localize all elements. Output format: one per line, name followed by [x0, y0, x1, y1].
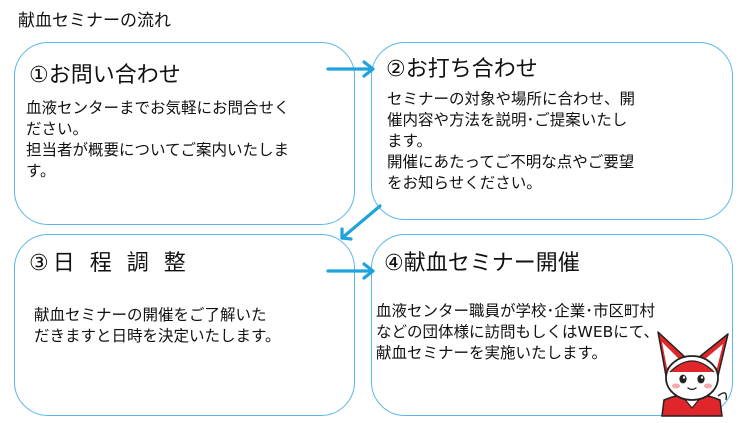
arrow-right-icon: [326, 60, 375, 78]
arrow-diagonal-icon: [340, 204, 382, 241]
step-body-line: 血液センターまでお気軽にお問合せく: [26, 99, 290, 117]
step-body: 血液センターまでお気軽にお問合せく ださい。 担当者が概要についてご案内いたしま…: [26, 98, 290, 182]
step-body: セミナーの対象や場所に合わせ、開 催内容や方法を説明･ご提案いたし ます。 開催…: [387, 89, 635, 194]
step-heading: ④献血セミナー開催: [384, 251, 580, 276]
step-body-line: ださい。: [26, 120, 89, 138]
step-body-line: ます。: [387, 132, 432, 150]
step-box-inquiry: ①お問い合わせ 血液センターまでお気軽にお問合せく ださい。 担当者が概要につい…: [14, 42, 355, 225]
step-heading: ①お問い合わせ: [29, 63, 181, 88]
step-body-line: 開催にあたってご不明な点やご要望: [387, 153, 635, 171]
step-body-line: 担当者が概要についてご案内いたしま: [26, 141, 290, 159]
step-heading: ③日 程 調 整: [29, 251, 190, 276]
step-body-line: をお知らせください。: [387, 174, 542, 192]
step-body-line: 催内容や方法を説明･ご提案いたし: [387, 111, 628, 129]
step-body-line: 献血セミナーを実施いたします。: [376, 344, 607, 362]
step-body: 献血セミナーの開催をご了解いた だきますと日時を決定いたします。: [34, 305, 280, 347]
step-body-line: などの団体様に訪問もしくはWEBにて、: [376, 323, 659, 341]
page-title: 献血セミナーの流れ: [18, 11, 171, 31]
step-body-line: す。: [26, 162, 56, 180]
step-body-line: 血液センター職員が学校･企業･市区町村: [376, 302, 656, 320]
arrow-right-icon: [326, 262, 375, 280]
step-body-line: セミナーの対象や場所に合わせ、開: [387, 90, 636, 108]
step-box-schedule: ③日 程 調 整 献血セミナーの開催をご了解いた だきますと日時を決定いたします…: [14, 234, 355, 416]
step-box-meeting: ②お打ち合わせ セミナーの対象や場所に合わせ、開 催内容や方法を説明･ご提案いた…: [371, 42, 733, 220]
step-body-line: だきますと日時を決定いたします。: [34, 327, 281, 345]
step-body: 血液センター職員が学校･企業･市区町村 などの団体様に訪問もしくはWEBにて、 …: [376, 301, 659, 364]
step-body-line: 献血セミナーの開催をご了解いた: [34, 306, 267, 324]
step-heading: ②お打ち合わせ: [386, 57, 538, 82]
mascot-character-icon: [657, 331, 729, 417]
